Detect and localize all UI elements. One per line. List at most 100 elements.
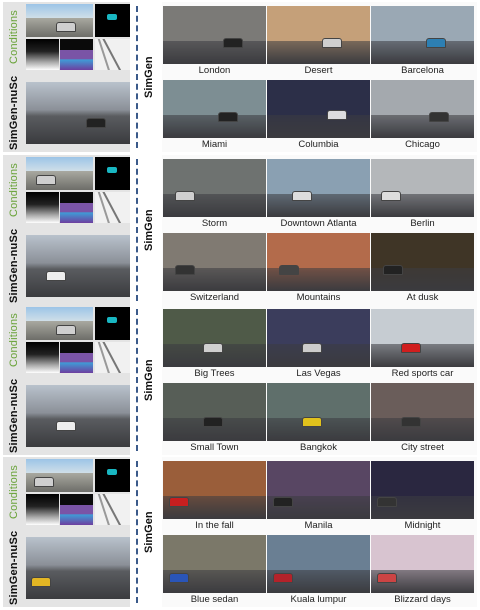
simgen-label: SimGen <box>143 209 155 251</box>
depth-map <box>26 494 59 525</box>
left-panel: Conditions SimGen-nuSc <box>3 155 130 305</box>
result-caption: Columbia <box>298 139 339 150</box>
result-tile: Small Town <box>163 383 266 455</box>
conditions-label: Conditions <box>8 313 20 367</box>
result-caption: Storm <box>201 218 228 229</box>
result-tile: Kuala lumpur <box>267 535 370 607</box>
road-layout <box>95 494 130 525</box>
result-tile: Downtown Atlanta <box>267 159 370 231</box>
depth-seg-pair <box>26 39 93 70</box>
instance-mask <box>95 157 130 190</box>
result-image <box>371 6 474 64</box>
conditions-label: Conditions <box>8 465 20 519</box>
left-panel: Conditions SimGen-nuSc <box>3 305 130 455</box>
nusc-label: SimGen-nuSc <box>8 378 20 454</box>
result-caption: Small Town <box>190 442 239 453</box>
result-caption: Las Vegas <box>296 368 341 379</box>
dashed-divider <box>136 309 138 451</box>
result-image <box>267 461 370 519</box>
result-tile: Storm <box>163 159 266 231</box>
result-caption: Blue sedan <box>190 594 239 605</box>
result-image <box>163 80 266 138</box>
conditions-grid <box>26 459 130 525</box>
instance-mask <box>95 459 130 492</box>
condition-image <box>26 157 93 190</box>
dashed-divider <box>136 6 138 148</box>
nusc-image <box>26 82 130 144</box>
result-caption: Red sports car <box>391 368 454 379</box>
result-caption: Switzerland <box>189 292 240 303</box>
section-4: Conditions SimGen-nuSc SimGen In the fal… <box>0 457 480 607</box>
road-layout <box>95 39 130 70</box>
result-caption: Big Trees <box>194 368 235 379</box>
nusc-image <box>26 235 130 297</box>
result-image <box>163 383 266 441</box>
result-caption: Berlin <box>410 218 435 229</box>
result-caption: City street <box>401 442 444 453</box>
simgen-label: SimGen <box>143 511 155 553</box>
result-image <box>267 80 370 138</box>
segmentation-map <box>60 342 93 373</box>
instance-mask <box>95 307 130 340</box>
result-tile: Manila <box>267 461 370 533</box>
condition-image <box>26 4 93 37</box>
result-caption: In the fall <box>195 520 234 531</box>
depth-seg-pair <box>26 342 93 373</box>
result-tile: Switzerland <box>163 233 266 305</box>
result-image <box>163 159 266 217</box>
result-image <box>267 383 370 441</box>
result-tile: Barcelona <box>371 6 474 78</box>
result-image <box>163 6 266 64</box>
result-caption: Mountains <box>296 292 341 303</box>
left-panel: Conditions SimGen-nuSc <box>3 457 130 607</box>
segmentation-map <box>60 494 93 525</box>
result-tile: Big Trees <box>163 309 266 381</box>
nusc-image <box>26 537 130 599</box>
result-tile: Midnight <box>371 461 474 533</box>
road-layout <box>95 342 130 373</box>
result-image <box>267 159 370 217</box>
simgen-label: SimGen <box>143 56 155 98</box>
depth-map <box>26 39 59 70</box>
result-image <box>371 159 474 217</box>
nusc-image <box>26 385 130 447</box>
result-image <box>267 233 370 291</box>
result-tile: Chicago <box>371 80 474 152</box>
depth-map <box>26 342 59 373</box>
result-tile: At dusk <box>371 233 474 305</box>
result-tile: Bangkok <box>267 383 370 455</box>
conditions-grid <box>26 4 130 70</box>
result-caption: Downtown Atlanta <box>280 218 357 229</box>
result-caption: At dusk <box>406 292 439 303</box>
depth-seg-pair <box>26 192 93 223</box>
result-caption: Miami <box>201 139 228 150</box>
result-image <box>267 535 370 593</box>
result-image <box>163 233 266 291</box>
result-caption: Manila <box>304 520 333 531</box>
result-image <box>267 6 370 64</box>
result-caption: Bangkok <box>300 442 337 453</box>
result-tile: Blue sedan <box>163 535 266 607</box>
section-1: Conditions SimGen-nuSc SimGen London Des… <box>0 2 480 152</box>
result-image <box>371 383 474 441</box>
dashed-divider <box>136 461 138 603</box>
result-tile: Blizzard days <box>371 535 474 607</box>
conditions-label: Conditions <box>8 10 20 64</box>
result-caption: Kuala lumpur <box>290 594 347 605</box>
result-image <box>371 461 474 519</box>
dashed-divider <box>136 159 138 301</box>
nusc-label: SimGen-nuSc <box>8 228 20 304</box>
result-tile: London <box>163 6 266 78</box>
nusc-label: SimGen-nuSc <box>8 530 20 606</box>
depth-seg-pair <box>26 494 93 525</box>
nusc-label: SimGen-nuSc <box>8 75 20 151</box>
result-caption: London <box>198 65 231 76</box>
result-tile: In the fall <box>163 461 266 533</box>
result-image <box>163 535 266 593</box>
road-layout <box>95 192 130 223</box>
result-caption: Chicago <box>405 139 440 150</box>
result-tile: Miami <box>163 80 266 152</box>
section-2: Conditions SimGen-nuSc SimGen Storm Down… <box>0 155 480 305</box>
simgen-label: SimGen <box>143 359 155 401</box>
result-image <box>371 80 474 138</box>
